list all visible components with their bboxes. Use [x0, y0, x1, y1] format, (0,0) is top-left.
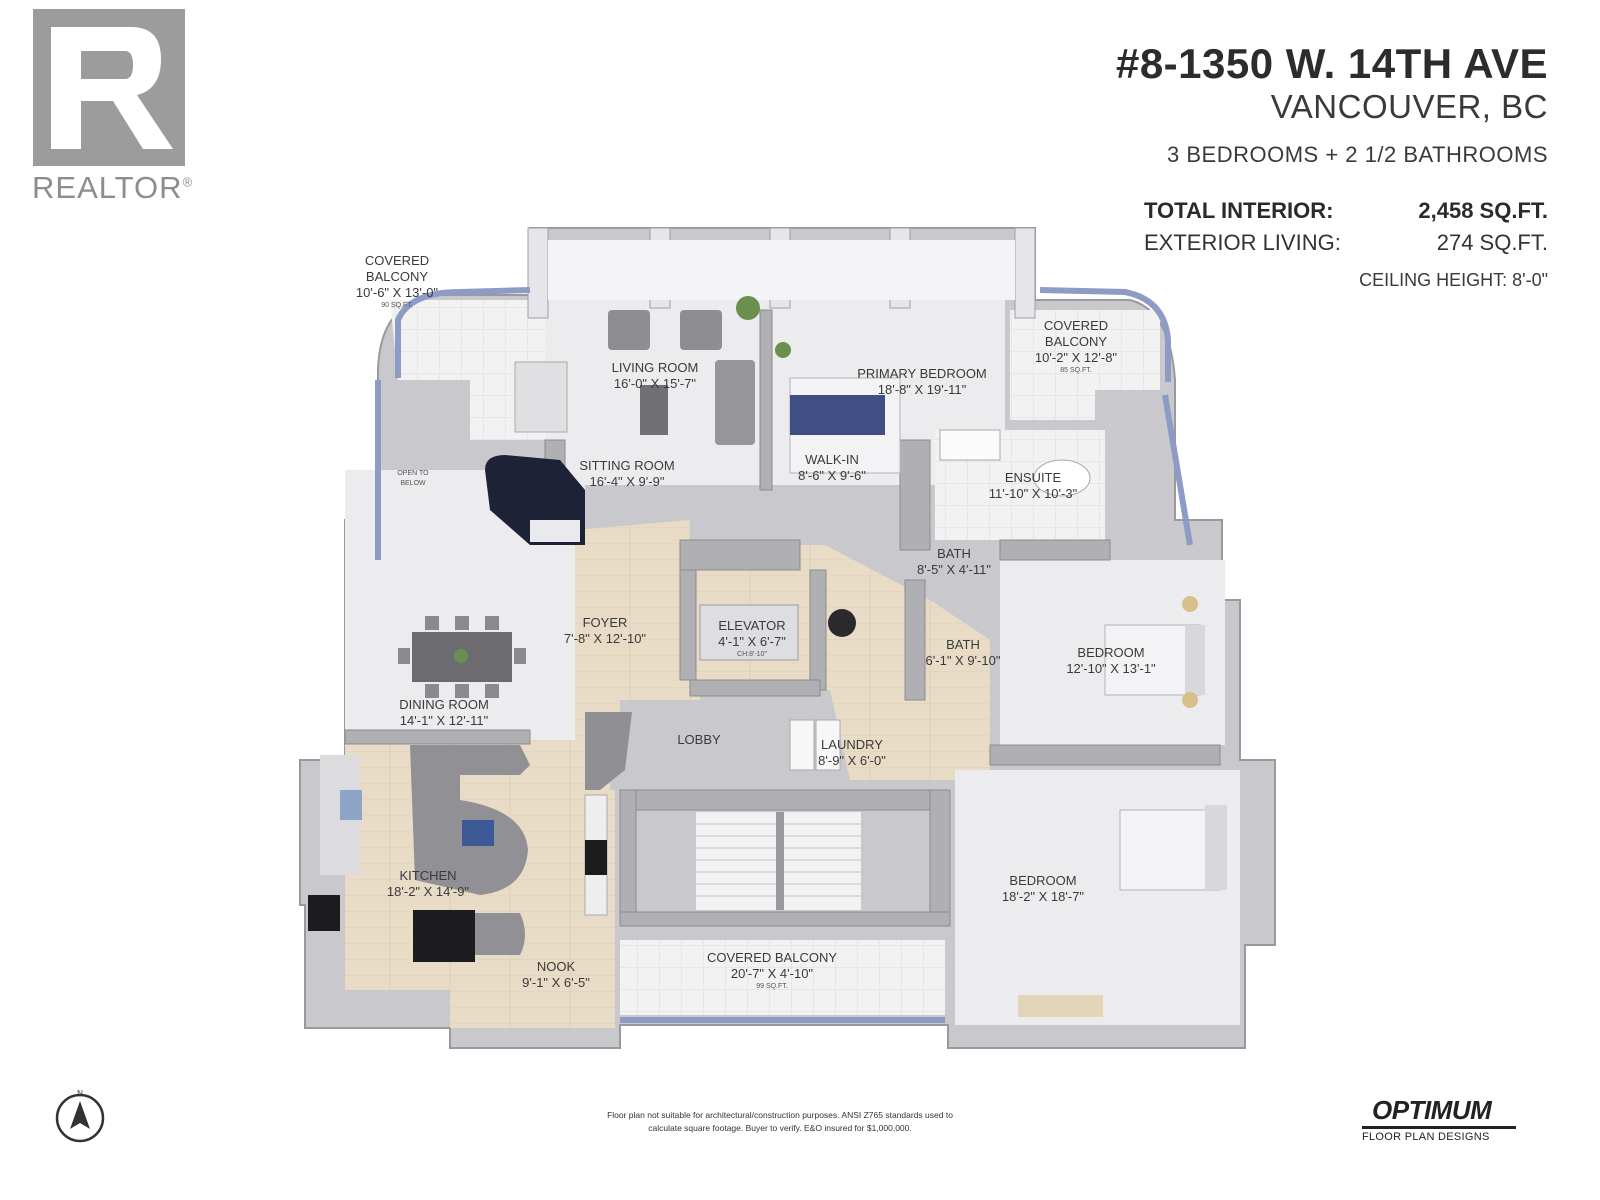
stairwell	[696, 812, 861, 910]
balcony-s-dims: 20'-7" X 4'-10"	[731, 966, 814, 981]
balcony-ne-label: COVERED	[1044, 318, 1108, 333]
balcony-ne-area: 85 SQ.FT.	[1060, 367, 1092, 374]
furniture	[308, 296, 1227, 1017]
foyer-label: FOYER	[583, 615, 628, 630]
elevator-ceiling: CH:8'-10"	[737, 651, 767, 658]
bath-2-dims: 6'-1" X 9'-10"	[926, 653, 1001, 668]
optimum-brand: OPTIMUM FLOOR PLAN DESIGNS	[1362, 1095, 1516, 1143]
open-below-label: OPEN TO	[397, 470, 429, 477]
window-posts	[527, 227, 1036, 319]
primary-bedroom-dims: 18'-8" X 19'-11"	[878, 382, 967, 397]
interior-walls	[344, 309, 1221, 927]
bedroom-2-dims: 12'-10" X 13'-1"	[1066, 661, 1156, 676]
realtor-logo-icon	[33, 9, 185, 166]
nook-label: NOOK	[537, 959, 576, 974]
nook-dims: 9'-1" X 6'-5"	[522, 975, 590, 990]
disclaimer-line-2: calculate square footage. Buyer to verif…	[648, 1123, 912, 1133]
floor-plan: COVERED BALCONY 10'-6" X 13'-0" 90 SQ.FT…	[299, 227, 1276, 1049]
balcony-nw-label-2: BALCONY	[366, 269, 428, 284]
lobby-label: LOBBY	[677, 732, 721, 747]
sitting-room-label: SITTING ROOM	[579, 458, 674, 473]
laundry-dims: 8'-9" X 6'-0"	[818, 753, 886, 768]
glass-railings	[375, 287, 1193, 1023]
bath-1-label: BATH	[937, 546, 971, 561]
room-labels: COVERED BALCONY 10'-6" X 13'-0" 90 SQ.FT…	[356, 253, 1156, 990]
bath-2-label: BATH	[946, 637, 980, 652]
property-address: #8-1350 W. 14TH AVE	[1115, 40, 1548, 87]
living-room-dims: 16'-0" X 15'-7"	[614, 376, 697, 391]
balcony-ne-dims: 10'-2" X 12'-8"	[1035, 350, 1118, 365]
living-room-label: LIVING ROOM	[612, 360, 699, 375]
bedroom-3-label: BEDROOM	[1009, 873, 1076, 888]
bedroom-bathroom-count: 3 BEDROOMS + 2 1/2 BATHROOMS	[1167, 142, 1548, 167]
exterior-living-value: 274 SQ.FT.	[1436, 230, 1548, 255]
walk-in-dims: 8'-6" X 9'-6"	[798, 468, 866, 483]
balcony-ne-label-2: BALCONY	[1045, 334, 1107, 349]
elevator-dims: 4'-1" X 6'-7"	[718, 634, 786, 649]
balcony-nw-area: 90 SQ.FT.	[381, 302, 413, 309]
open-below-label-2: BELOW	[400, 480, 426, 487]
bedroom-3-dims: 18'-2" X 18'-7"	[1002, 889, 1085, 904]
ceiling-height: CEILING HEIGHT: 8'-0"	[1359, 270, 1548, 290]
dining-room-label: DINING ROOM	[399, 697, 489, 712]
realtor-wordmark: REALTOR®	[32, 170, 194, 205]
bedroom-2-label: BEDROOM	[1077, 645, 1144, 660]
total-interior-value: 2,458 SQ.FT.	[1418, 198, 1548, 223]
exterior-living-label: EXTERIOR LIVING:	[1144, 230, 1341, 255]
kitchen-dims: 18'-2" X 14'-9"	[387, 884, 470, 899]
walk-in-label: WALK-IN	[805, 452, 859, 467]
bath-1-dims: 8'-5" X 4'-11"	[917, 562, 991, 577]
disclaimer-line-1: Floor plan not suitable for architectura…	[607, 1110, 953, 1120]
total-interior-label: TOTAL INTERIOR:	[1144, 198, 1334, 223]
property-city: VANCOUVER, BC	[1270, 88, 1548, 125]
elevator-label: ELEVATOR	[718, 618, 785, 633]
ensuite-label: ENSUITE	[1005, 470, 1062, 485]
north-label: N	[77, 1089, 83, 1098]
brand-name: OPTIMUM	[1362, 1095, 1516, 1129]
brand-tagline: FLOOR PLAN DESIGNS	[1362, 1131, 1490, 1143]
balcony-nw-dims: 10'-6" X 13'-0"	[356, 285, 439, 300]
primary-bedroom-label: PRIMARY BEDROOM	[857, 366, 987, 381]
foyer-dims: 7'-8" X 12'-10"	[564, 631, 647, 646]
laundry-label: LAUNDRY	[821, 737, 883, 752]
sitting-room-dims: 16'-4" X 9'-9"	[590, 474, 665, 489]
kitchen-label: KITCHEN	[399, 868, 456, 883]
area-summary: TOTAL INTERIOR: 2,458 SQ.FT. EXTERIOR LI…	[1144, 198, 1548, 262]
dining-room-dims: 14'-1" X 12'-11"	[400, 713, 489, 728]
disclaimer: Floor plan not suitable for architectura…	[560, 1109, 1000, 1135]
ensuite-dims: 11'-10" X 10'-3"	[989, 486, 1078, 501]
balcony-s-area: 99 SQ.FT.	[756, 983, 788, 990]
north-arrow-icon: N	[52, 1087, 108, 1143]
balcony-nw-label: COVERED	[365, 253, 429, 268]
balcony-s-label: COVERED BALCONY	[707, 950, 837, 965]
